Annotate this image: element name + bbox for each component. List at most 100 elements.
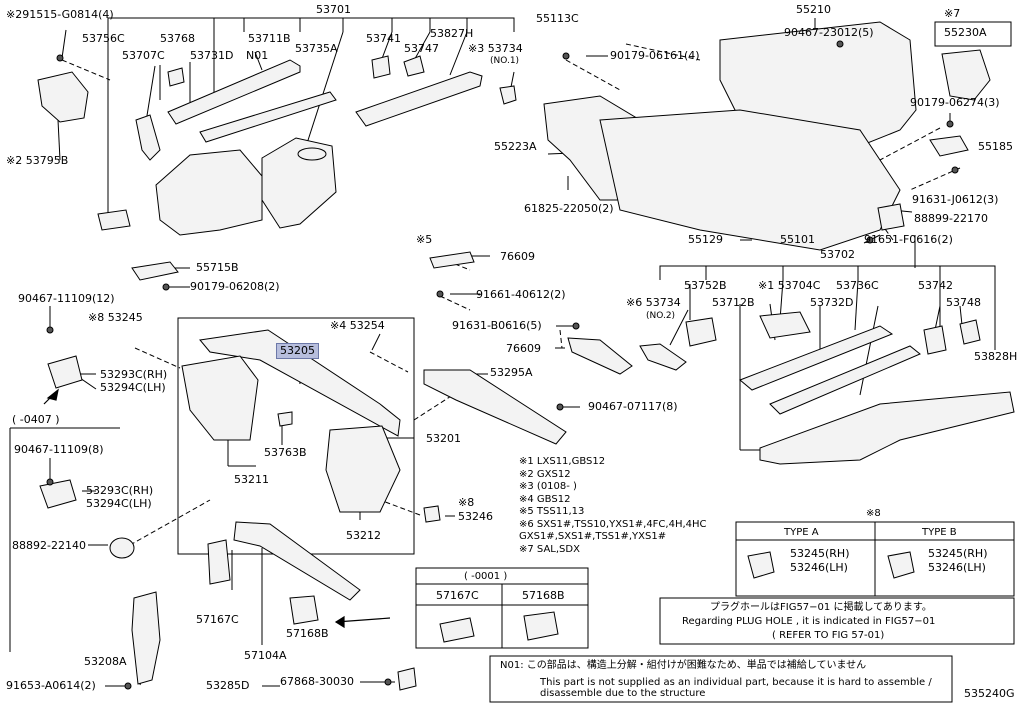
part-label[interactable]: 53828H xyxy=(974,350,1018,363)
part-label[interactable]: 53702 xyxy=(820,248,855,261)
part-label[interactable]: 55715B xyxy=(196,261,239,274)
part-label[interactable]: 53285D xyxy=(206,679,250,692)
part-label[interactable]: 55129 xyxy=(688,233,723,246)
part-label[interactable]: 90467-07117(8) xyxy=(588,400,678,413)
plug-note-jp: プラグホールはFIG57−01 に掲載してあります。 xyxy=(710,602,932,613)
part-label[interactable]: 76609 xyxy=(506,342,541,355)
part-label[interactable]: 57168B xyxy=(286,627,329,640)
part-label[interactable]: 53752B xyxy=(684,279,727,292)
plug-note-en: Regarding PLUG HOLE , it is indicated in… xyxy=(682,616,936,627)
note-line: ※3 (0108- ) xyxy=(519,481,577,492)
part-label[interactable]: 53245(RH) xyxy=(928,547,988,560)
part-label[interactable]: 55230A xyxy=(944,26,987,39)
part-label[interactable]: 91631-J0612(3) xyxy=(912,193,999,206)
part-label[interactable]: 55185 xyxy=(978,140,1013,153)
part-label[interactable]: 88892-22140 xyxy=(12,539,86,552)
part-label[interactable]: ※6 53734 xyxy=(626,296,681,309)
model-notes: ※1 LXS11,GBS12 ※2 GXS12 ※3 (0108- ) ※4 G… xyxy=(519,456,707,556)
part-label[interactable]: 53747 xyxy=(404,42,439,55)
note-line: ※7 SAL,SDX xyxy=(519,543,580,555)
part-label[interactable]: 53742 xyxy=(918,279,953,292)
part-label[interactable]: 53201 xyxy=(426,432,461,445)
note-line: ※4 GBS12 xyxy=(519,493,571,505)
part-label[interactable]: 53712B xyxy=(712,296,755,309)
part-label[interactable]: 91653-A0614(2) xyxy=(6,679,96,692)
n01-note-jp: N01: この部品は、構造上分解・組付けが困難なため、単品では補給していません xyxy=(500,660,867,671)
part-label: (NO.1) xyxy=(490,56,520,66)
part-label[interactable]: 53707C xyxy=(122,49,165,62)
part-label[interactable]: 90467-11109(8) xyxy=(14,443,104,456)
part-label[interactable]: 57168B xyxy=(522,589,565,602)
figure-code: 535240G xyxy=(964,687,1015,700)
part-label[interactable]: ※1 53704C xyxy=(758,279,821,292)
part-label[interactable]: 53246 xyxy=(458,510,493,523)
type-a-header: TYPE A xyxy=(784,527,819,538)
part-label[interactable]: 57104A xyxy=(244,649,287,662)
part-label[interactable]: 55101 xyxy=(780,233,815,246)
part-label[interactable]: 76609 xyxy=(500,250,535,263)
part-label[interactable]: 53294C(LH) xyxy=(100,381,166,394)
part-label[interactable]: 88899-22170 xyxy=(914,212,988,225)
part-label[interactable]: 53208A xyxy=(84,655,127,668)
part-label[interactable]: 57167C xyxy=(436,589,479,602)
part-label: ( -0407 ) xyxy=(12,413,60,426)
part-label[interactable]: 53245(RH) xyxy=(790,547,850,560)
note-line: ※5 TSS11,13 xyxy=(519,506,585,517)
part-label[interactable]: 53211 xyxy=(234,473,269,486)
part-label[interactable]: 91631-B0616(5) xyxy=(452,319,542,332)
part-label[interactable]: 57167C xyxy=(196,613,239,626)
part-label[interactable]: ※291515-G0814(4) xyxy=(6,8,114,21)
note-line: ※6 SXS1#,TSS10,YXS1#,4FC,4H,4HC xyxy=(519,518,707,530)
part-label[interactable]: 90467-11109(12) xyxy=(18,292,115,305)
part-label[interactable]: 53701 xyxy=(316,3,351,16)
part-label[interactable]: 53736C xyxy=(836,279,879,292)
part-label[interactable]: 53763B xyxy=(264,446,307,459)
part-label[interactable]: 53732D xyxy=(810,296,854,309)
part-label[interactable]: 90179-06161(4) xyxy=(610,49,700,62)
part-label: ※8 xyxy=(458,496,475,509)
part-label[interactable]: N01 xyxy=(246,49,269,62)
part-label[interactable]: 90467-23012(5) xyxy=(784,26,874,39)
part-label[interactable]: 55223A xyxy=(494,140,537,153)
part-label[interactable]: 53246(LH) xyxy=(790,561,848,574)
n01-note-en2: disassemble due to the structure xyxy=(540,688,706,699)
part-label[interactable]: ※4 53254 xyxy=(330,319,385,332)
note-line: ※1 LXS11,GBS12 xyxy=(519,456,606,467)
note-line: ※2 GXS12 xyxy=(519,468,571,480)
part-label[interactable]: 53293C(RH) xyxy=(86,484,154,497)
part-label[interactable]: ※8 53245 xyxy=(88,311,143,324)
part-label-selected[interactable]: 53205 xyxy=(276,343,319,359)
part-label: (NO.2) xyxy=(646,311,676,321)
part-label[interactable]: 53768 xyxy=(160,32,195,45)
part-label[interactable]: 53711B xyxy=(248,32,291,45)
part-label[interactable]: 91651-F0616(2) xyxy=(864,233,953,246)
part-label[interactable]: 53295A xyxy=(490,366,533,379)
part-label[interactable]: ※2 53795B xyxy=(6,154,69,167)
type-b-header: TYPE B xyxy=(922,527,957,538)
part-label[interactable]: 55210 xyxy=(796,3,831,16)
part-label[interactable]: ※3 53734 xyxy=(468,42,523,55)
part-label[interactable]: 53212 xyxy=(346,529,381,542)
part-label: ※5 xyxy=(416,233,433,246)
part-label[interactable]: 91661-40612(2) xyxy=(476,288,566,301)
type-box-title: ※8 xyxy=(866,508,881,519)
part-label[interactable]: 61825-22050(2) xyxy=(524,202,614,215)
part-label[interactable]: 53741 xyxy=(366,32,401,45)
part-label[interactable]: 53246(LH) xyxy=(928,561,986,574)
part-label[interactable]: 67868-30030 xyxy=(280,675,354,688)
part-label[interactable]: 53748 xyxy=(946,296,981,309)
n01-note-en1: This part is not supplied as an individu… xyxy=(540,677,932,688)
part-label[interactable]: 55113C xyxy=(536,12,579,25)
part-label[interactable]: 53293C(RH) xyxy=(100,368,168,381)
part-label[interactable]: 90179-06274(3) xyxy=(910,96,1000,109)
part-label[interactable]: 53731D xyxy=(190,49,234,62)
part-label[interactable]: 90179-06208(2) xyxy=(190,280,280,293)
part-label[interactable]: 53827H xyxy=(430,27,474,40)
part-label[interactable]: 53756C xyxy=(82,32,125,45)
part-label[interactable]: 53294C(LH) xyxy=(86,497,152,510)
part-label[interactable]: 53735A xyxy=(295,42,338,55)
range-box-title: ( -0001 ) xyxy=(464,571,508,582)
part-label: ※7 xyxy=(944,7,961,20)
plug-note-ref[interactable]: ( REFER TO FIG 57-01) xyxy=(772,630,885,641)
